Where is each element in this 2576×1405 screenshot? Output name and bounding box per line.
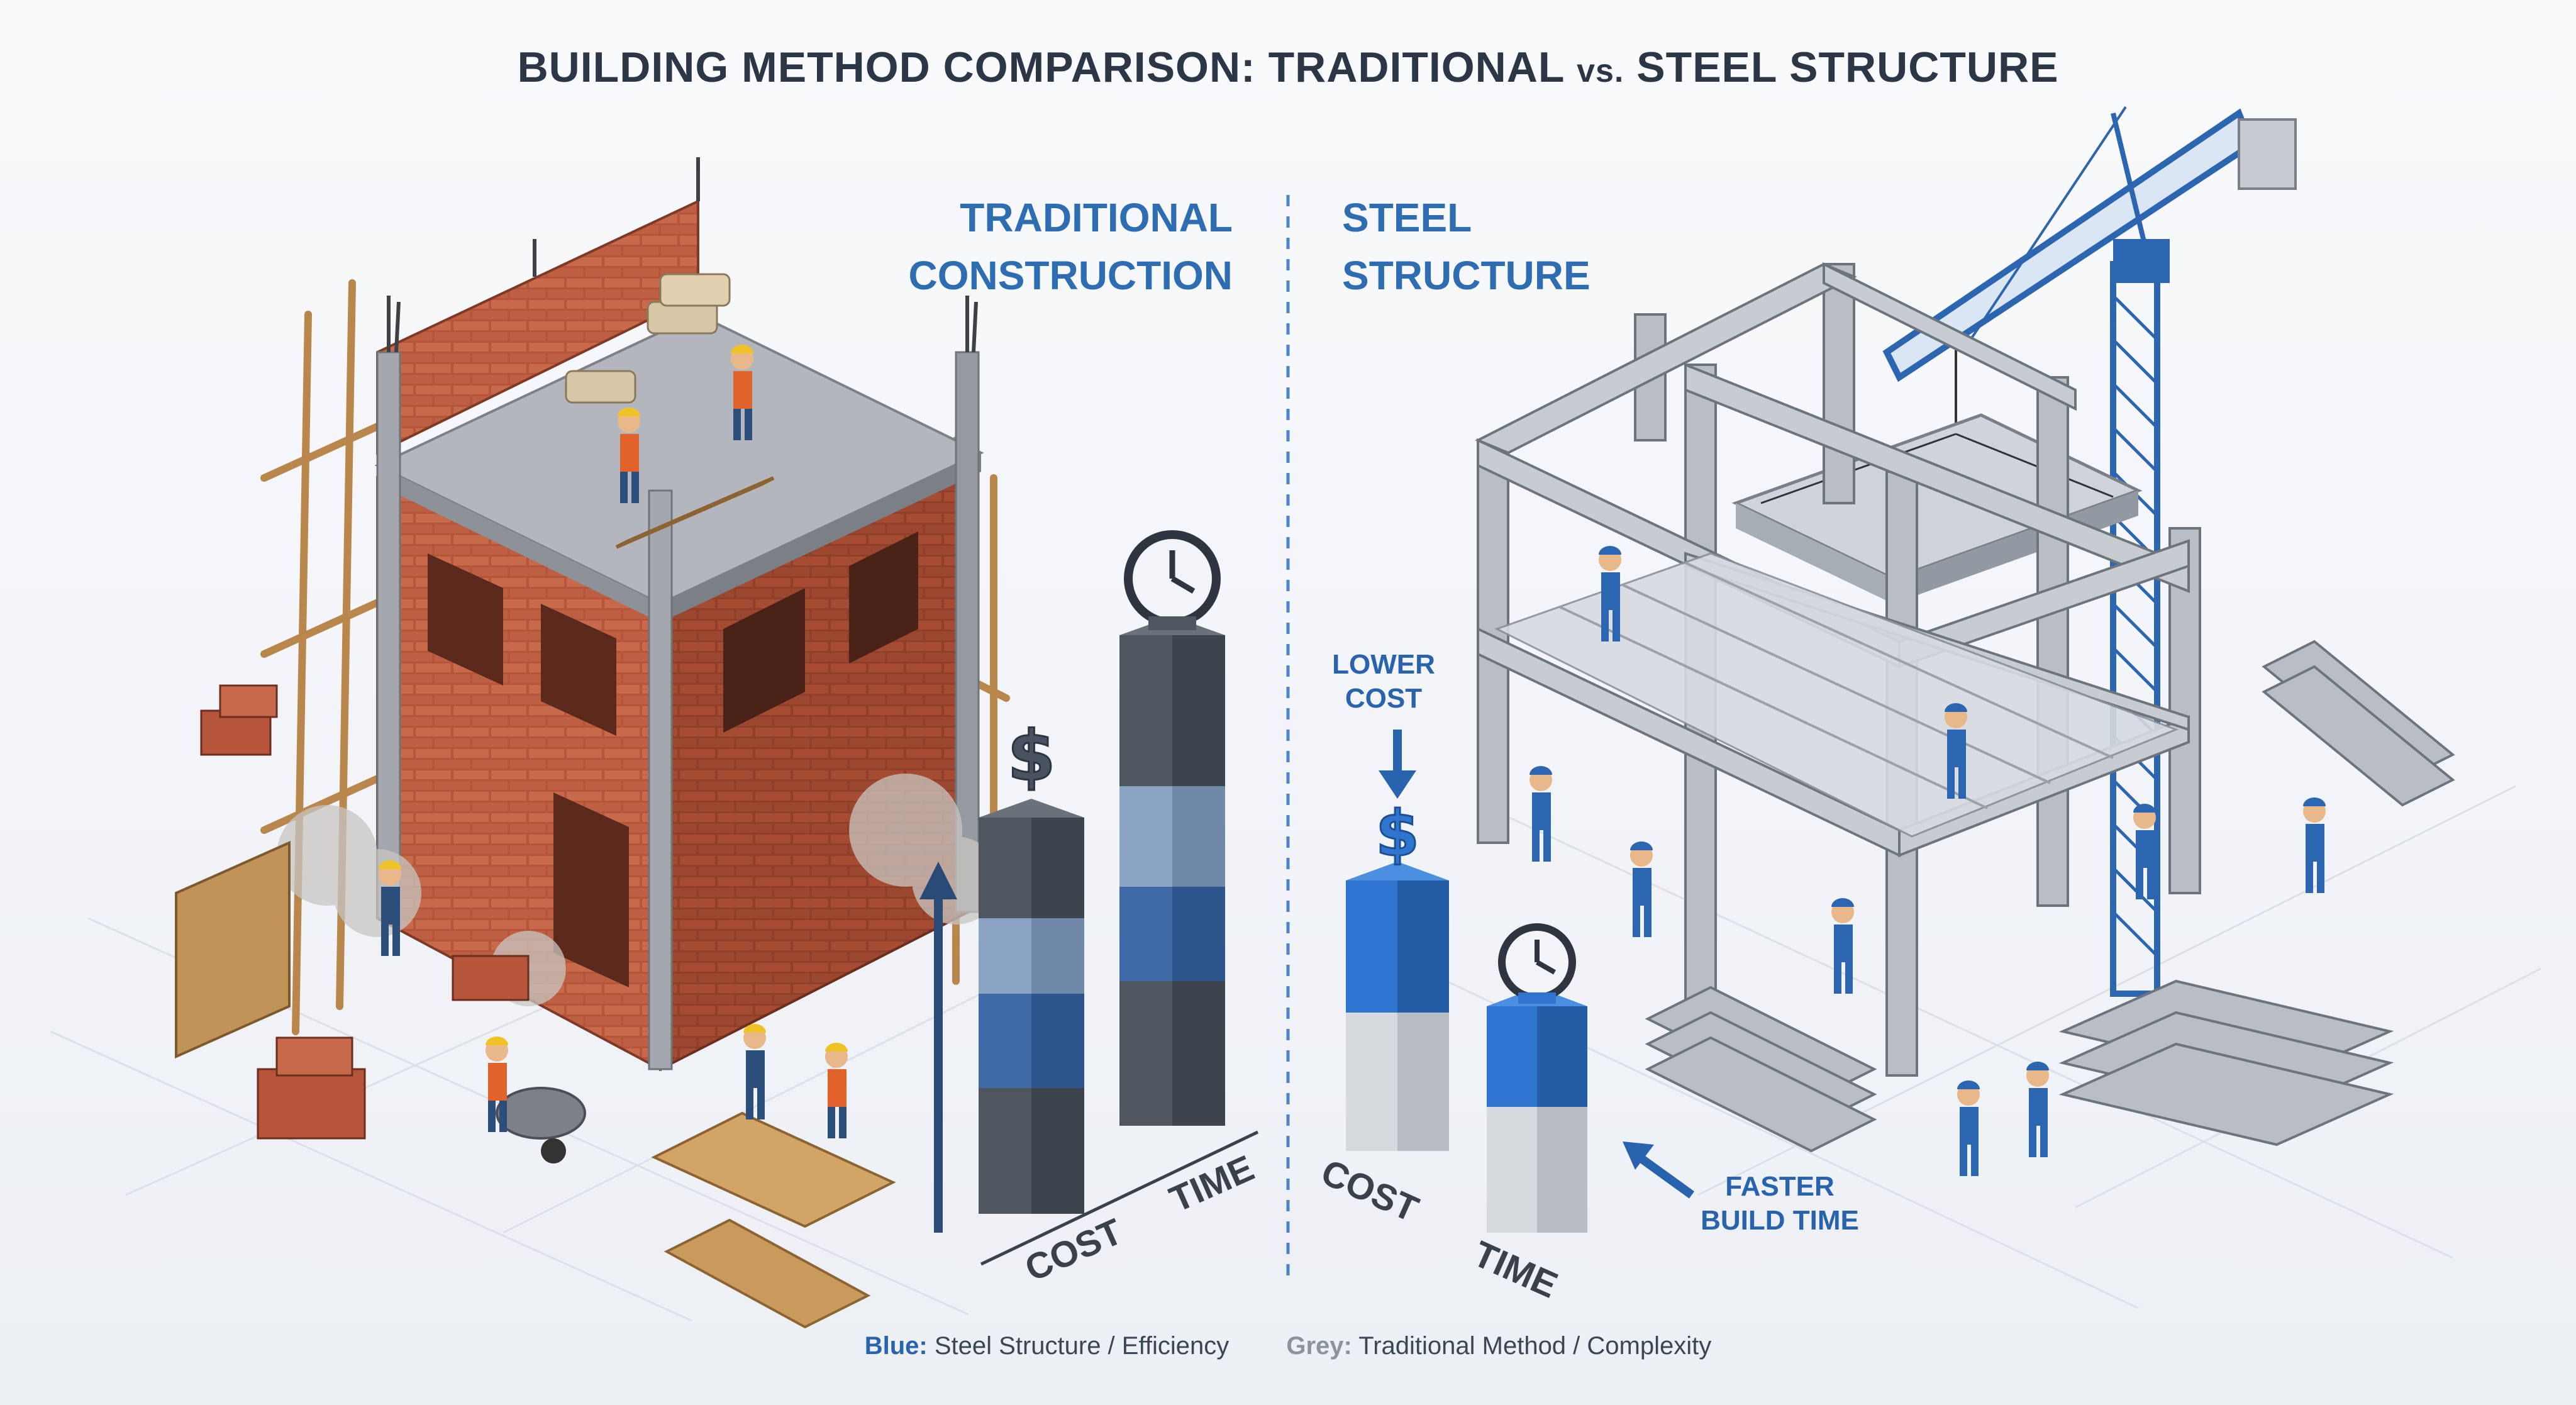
steel-heading-line1: STEEL xyxy=(1342,195,1472,240)
worker xyxy=(379,860,401,956)
steel-beam-stack xyxy=(1645,640,2455,1153)
cement-bags xyxy=(565,273,731,404)
title-main: BUILDING METHOD COMPARISON: TRADITIONAL xyxy=(517,43,1565,91)
dollar-glyph: $ xyxy=(1375,797,1419,870)
lower-cost-line2: COST xyxy=(1345,683,1423,714)
increase-arrow-icon xyxy=(919,862,957,1233)
clock-icon xyxy=(1124,530,1221,630)
steel-cost-bar xyxy=(1346,862,1449,1151)
worker xyxy=(825,1043,848,1138)
steel-heading: STEEL STRUCTURE xyxy=(1342,189,1782,304)
legend-grey-key: Grey: xyxy=(1286,1332,1352,1360)
faster-time-callout: FASTER BUILD TIME xyxy=(1648,1170,1912,1238)
window-opening xyxy=(849,531,918,664)
steel-cost-time-chart: $ xyxy=(1346,730,1695,1233)
traditional-building xyxy=(175,157,1010,1329)
crane-counterweight xyxy=(2238,118,2297,190)
worker xyxy=(486,1036,508,1132)
crane-cab xyxy=(2113,239,2170,283)
left-arrow-icon xyxy=(1623,1141,1695,1199)
worker xyxy=(1530,766,1552,862)
window-opening xyxy=(723,588,805,733)
worker xyxy=(1957,1080,1980,1176)
slab-edge-side xyxy=(660,453,981,623)
worker xyxy=(731,345,753,440)
steel-time-bar xyxy=(1487,987,1587,1233)
window-opening xyxy=(541,604,616,736)
concrete-column xyxy=(648,489,673,1070)
worker xyxy=(2133,804,2156,899)
worker xyxy=(1599,546,1621,641)
traditional-cost-bar xyxy=(979,799,1084,1214)
slab-edge-front xyxy=(377,465,660,623)
traditional-heading-line1: TRADITIONAL xyxy=(960,195,1233,240)
worker xyxy=(2303,797,2326,893)
traditional-heading: TRADITIONAL CONSTRUCTION xyxy=(805,189,1233,304)
legend-item-grey: Grey: Traditional Method / Complexity xyxy=(1286,1332,1711,1360)
steel-structure xyxy=(1475,106,2455,1176)
faster-time-line1: FASTER xyxy=(1725,1171,1835,1202)
steel-heading-line2: STRUCTURE xyxy=(1342,253,1591,298)
concrete-column xyxy=(376,351,401,919)
steel-beams xyxy=(1475,262,2190,858)
wheelbarrow xyxy=(496,1087,586,1163)
clock-icon xyxy=(1498,923,1576,1004)
faster-time-line2: BUILD TIME xyxy=(1701,1205,1859,1236)
worker xyxy=(2026,1062,2049,1157)
down-arrow-icon xyxy=(1379,730,1416,799)
dollar-icon: $ xyxy=(1375,796,1421,872)
title-vs: vs. xyxy=(1577,53,1624,89)
legend-grey-text: Traditional Method / Complexity xyxy=(1358,1332,1712,1360)
worker xyxy=(1630,841,1653,937)
worker xyxy=(743,1024,766,1119)
rebar xyxy=(387,157,978,353)
traditional-time-bar xyxy=(1119,616,1225,1126)
legend-item-blue: Blue: Steel Structure / Efficiency xyxy=(865,1332,1229,1360)
worker xyxy=(618,408,640,503)
deck-joists xyxy=(1559,562,2114,809)
title-tail: STEEL STRUCTURE xyxy=(1636,43,2059,91)
dollar-glyph: $ xyxy=(1008,716,1056,796)
window-opening xyxy=(428,553,503,686)
dollar-icon: $ xyxy=(1006,715,1057,797)
brick-piles xyxy=(200,684,530,1140)
floor-deck xyxy=(1494,552,2179,838)
traditional-cost-time-chart: $ xyxy=(919,530,1259,1266)
lower-cost-callout: LOWER COST xyxy=(1308,648,1459,716)
formwork xyxy=(175,840,291,1059)
lower-cost-line1: LOWER xyxy=(1332,649,1435,680)
door-opening xyxy=(553,792,629,987)
worker xyxy=(1945,703,1967,799)
color-legend: Blue: Steel Structure / Efficiency Grey:… xyxy=(0,1332,2576,1360)
traditional-heading-line2: CONSTRUCTION xyxy=(908,253,1233,298)
page-title: BUILDING METHOD COMPARISON: TRADITIONAL … xyxy=(0,43,2576,92)
legend-blue-text: Steel Structure / Efficiency xyxy=(934,1332,1230,1360)
legend-blue-key: Blue: xyxy=(864,1332,928,1360)
timber-planks xyxy=(615,476,896,1329)
chart-baseline xyxy=(980,1130,1259,1266)
worker xyxy=(1831,898,1854,994)
